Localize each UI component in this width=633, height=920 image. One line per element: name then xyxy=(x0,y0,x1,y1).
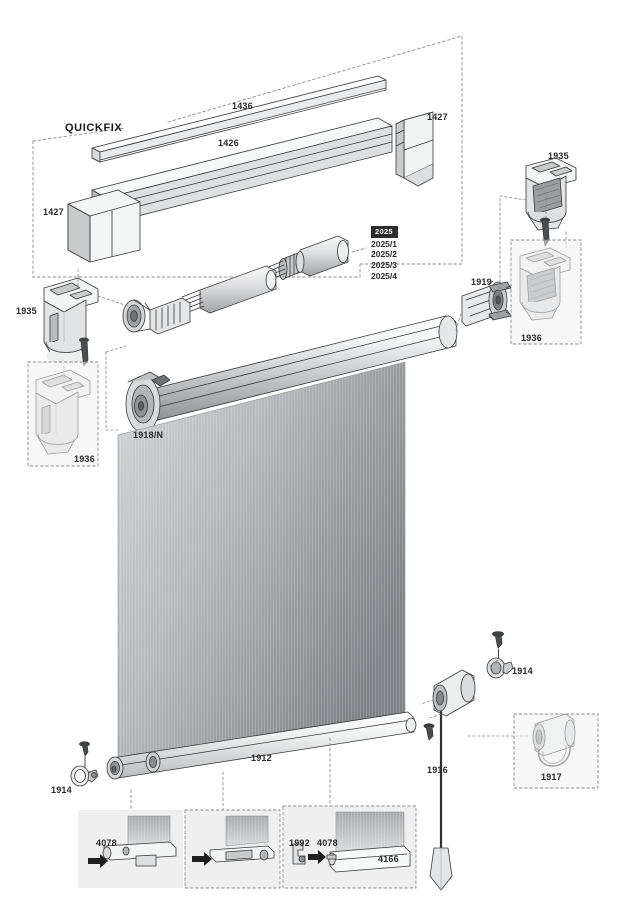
part-1935-right-shape xyxy=(525,157,577,247)
inset-3-shape xyxy=(282,805,417,889)
part-label-1426: 1426 xyxy=(218,138,239,148)
spring-variant-2: 2025/2 xyxy=(371,249,397,260)
part-label-1936-left: 1936 xyxy=(74,454,95,464)
inset-box-1936-left xyxy=(27,361,99,467)
part-label-1914-right: 1914 xyxy=(512,666,533,676)
part-1916-shape xyxy=(429,669,476,891)
part-1436-shape xyxy=(91,75,387,163)
inset-label-4166: 4166 xyxy=(378,854,399,864)
inset-2-shape xyxy=(184,809,281,889)
inset-1-shape xyxy=(78,810,183,888)
inset-label-4078-b: 4078 xyxy=(317,838,338,848)
spring-variant-3: 2025/3 xyxy=(371,260,397,271)
inset-box-1917 xyxy=(513,713,599,789)
leader-spring-variants xyxy=(351,247,367,253)
part-label-1919: 1919 xyxy=(471,277,492,287)
spring-variant-badge: 2025 xyxy=(371,226,398,238)
part-1426-shape xyxy=(91,117,393,225)
part-1935-left-shape xyxy=(43,277,99,367)
part-1919-shape xyxy=(461,280,512,327)
spring-variant-4: 2025/4 xyxy=(371,271,397,282)
roller-tube-shape xyxy=(125,315,458,433)
part-label-1436: 1436 xyxy=(232,101,253,111)
part-label-1427-right: 1427 xyxy=(427,112,448,122)
part-label-1914-left: 1914 xyxy=(51,785,72,795)
part-1427-right-shape xyxy=(395,111,434,187)
part-label-1427-left: 1427 xyxy=(43,207,64,217)
part-label-1917: 1917 xyxy=(541,772,562,782)
leader-lines xyxy=(63,191,567,775)
leader-bottom-insets xyxy=(130,737,331,813)
part-1427-left-shape xyxy=(67,189,141,263)
part-1914-left-shape xyxy=(70,741,99,787)
part-1914-right-shape xyxy=(486,631,514,679)
part-label-1935-right: 1935 xyxy=(548,151,569,161)
part-label-1912: 1912 xyxy=(251,753,272,763)
spring-variant-list: 2025 2025/1 2025/2 2025/3 2025/4 xyxy=(371,226,398,282)
spring-variant-1: 2025/1 xyxy=(371,238,397,249)
part-label-1935-left: 1935 xyxy=(16,306,37,316)
inset-label-1992: 1992 xyxy=(289,838,310,848)
part-label-1918n: 1918/N xyxy=(133,430,164,440)
part-1912-shape xyxy=(106,711,417,780)
inset-label-4078-a: 4078 xyxy=(96,838,117,848)
spring-mechanism-shape xyxy=(122,235,349,335)
screw-pulley-shape xyxy=(423,723,435,741)
brand-label-quickfix: QUICKFIX xyxy=(65,122,123,134)
part-label-1916: 1916 xyxy=(427,765,448,775)
quickfix-group-outline xyxy=(32,35,463,278)
part-label-1936-right: 1936 xyxy=(521,333,542,343)
fabric-panel-shape xyxy=(117,361,406,763)
inset-box-1936-right xyxy=(510,239,582,345)
